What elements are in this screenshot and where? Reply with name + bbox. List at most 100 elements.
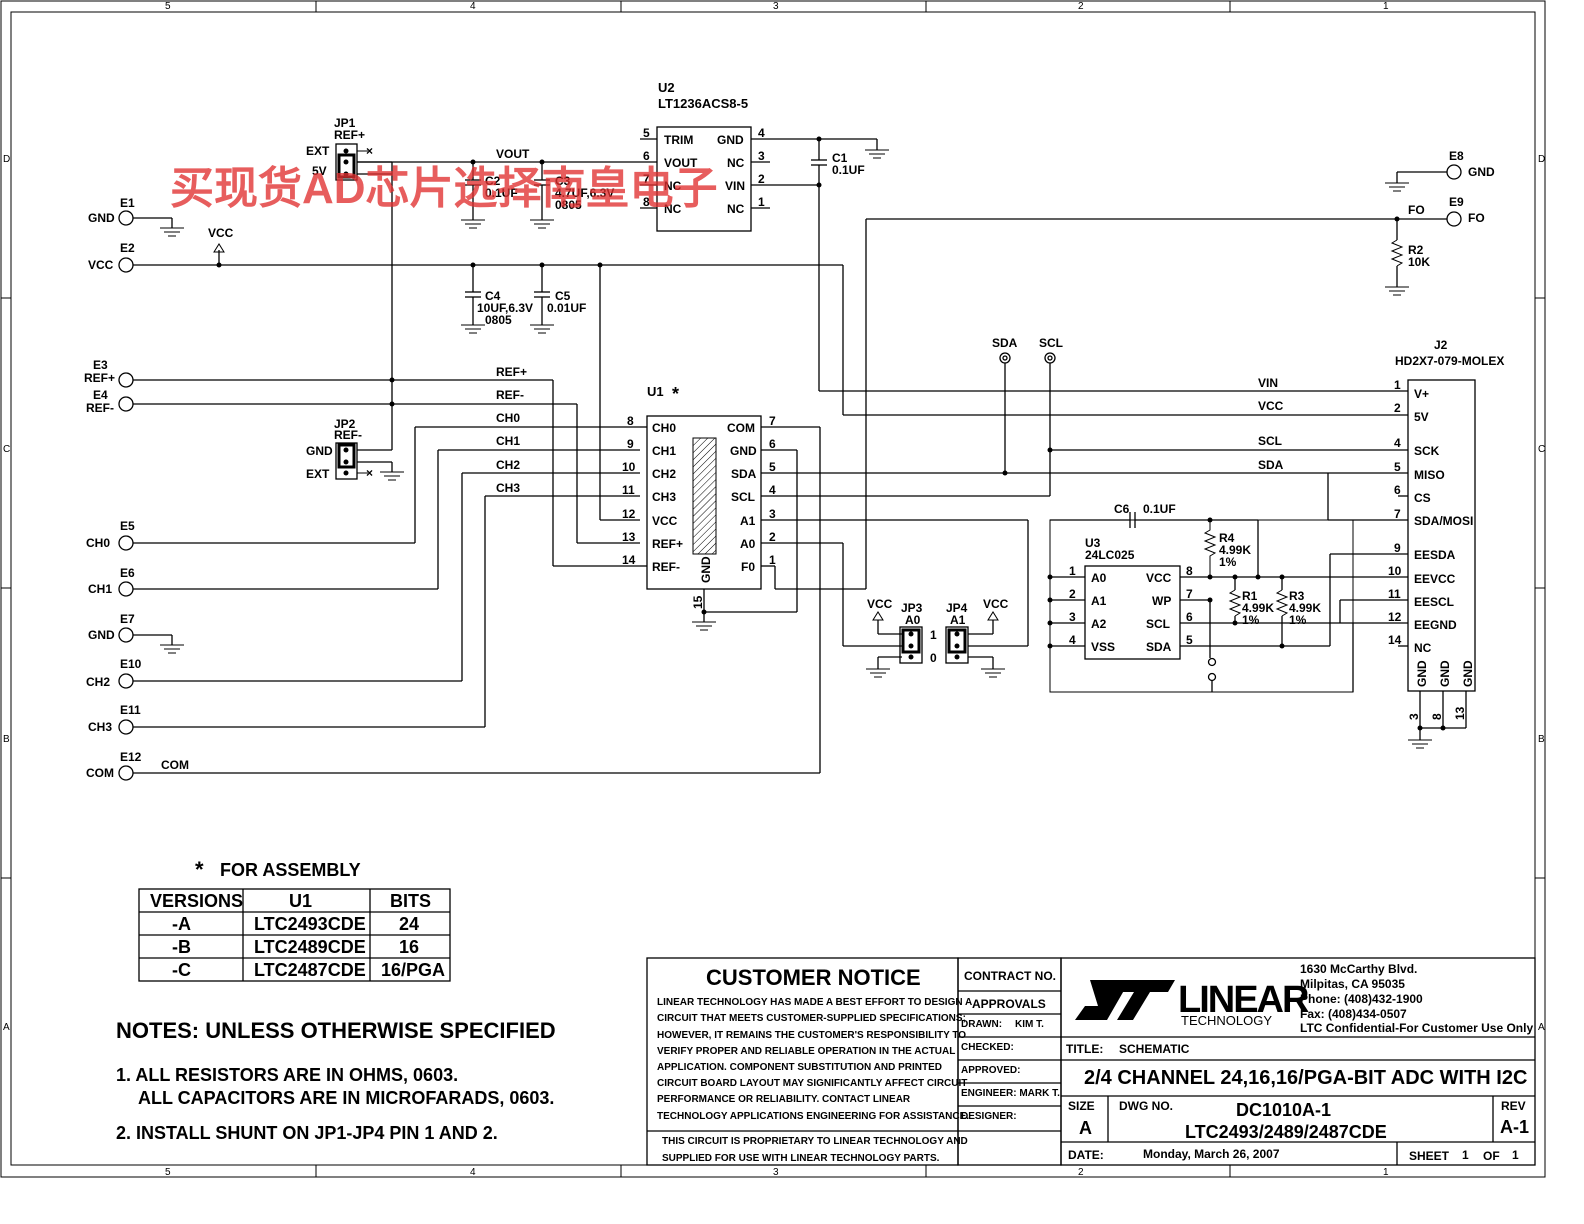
j2-pin-cs: CS — [1414, 491, 1431, 505]
u1-pin-10-num: 10 — [622, 460, 636, 474]
notes-block: NOTES: UNLESS OTHERWISE SPECIFIED 1. ALL… — [116, 1018, 556, 1143]
jp3-jumper[interactable]: VCC JP3 A0 1 0 — [842, 543, 937, 678]
jp4-ref: JP4 — [946, 601, 968, 615]
sda-testpoint[interactable]: SDA — [992, 336, 1018, 476]
watermark-text: 买现货AD芯片选择南皇电子 — [170, 164, 718, 213]
u2-pin-6-num: 6 — [643, 149, 650, 163]
vcc-decoupling: C4 10UF,6.3V 0805 C5 0.01UF — [460, 265, 586, 334]
assembly-row-b-part: LTC2489CDE — [254, 937, 366, 957]
c4-ref: C4 — [485, 289, 501, 303]
u2-ref: U2 — [658, 80, 675, 95]
rev-value: A-1 — [1500, 1117, 1529, 1137]
net-ch1-label: CH1 — [496, 434, 520, 448]
u2-pin-nc-1: NC — [727, 202, 745, 216]
assembly-row-b-version: -B — [172, 937, 191, 957]
j2-pin-vplus: V+ — [1414, 387, 1429, 401]
approvals-block: CONTRACT NO. APPROVALS DRAWN: KIM T. CHE… — [957, 957, 1062, 1166]
j2-pin-4-num: 4 — [1394, 436, 1401, 450]
net-refp-label: REF+ — [496, 365, 527, 379]
border-col-4: 4 — [470, 1, 476, 12]
notice-line-5: APPLICATION. COMPONENT SUBSTITUTION AND … — [657, 1062, 942, 1073]
terminal-e1[interactable]: E1 GND — [88, 196, 185, 237]
u1-pin-9-num: 9 — [627, 437, 634, 451]
terminal-e6[interactable]: E6 CH1 CH1 — [88, 434, 640, 597]
jp2-nc-mark: × — [366, 466, 373, 480]
u1-pin-com: COM — [727, 421, 755, 435]
terminal-e9[interactable]: E9 FO FO R2 10K — [1384, 195, 1485, 296]
u3-pin-8-num: 8 — [1186, 564, 1193, 578]
jp4-jumper[interactable]: JP4 A1 VCC — [866, 519, 1029, 678]
u1-pin-gnd: GND — [730, 444, 757, 458]
u1-pin-2-num: 2 — [769, 530, 776, 544]
j2-pin-5-num: 5 — [1394, 460, 1401, 474]
assembly-row-c-part: LTC2487CDE — [254, 960, 366, 980]
j2-pin-10-num: 10 — [1388, 564, 1402, 578]
u3-part: 24LC025 — [1085, 548, 1135, 562]
e9-ref: E9 — [1449, 195, 1464, 209]
c1-ref: C1 — [832, 151, 848, 165]
u1-pin-ch3: CH3 — [652, 490, 676, 504]
e10-label: CH2 — [86, 675, 110, 689]
assembly-header-u1: U1 — [289, 891, 312, 911]
jp1-jumper[interactable]: JP1 REF+ EXT 5V × — [306, 116, 393, 404]
border-col-1: 1 — [1383, 1, 1389, 12]
u1-pin-sda: SDA — [731, 467, 757, 481]
terminal-e10[interactable]: E10 CH2 CH2 — [86, 458, 640, 689]
border-col-1-bottom: 1 — [1383, 1167, 1389, 1178]
assembly-table: * FOR ASSEMBLY VERSIONS U1 BITS -A LTC24… — [138, 857, 451, 982]
dwg-label: DWG NO. — [1119, 1099, 1173, 1113]
jp3-ref: JP3 — [901, 601, 923, 615]
e4-ref: E4 — [93, 388, 108, 402]
border-row-d-right: D — [1538, 154, 1545, 165]
terminal-e7[interactable]: E7 GND — [88, 612, 185, 654]
terminal-e4[interactable]: E4 REF- REF- — [86, 388, 577, 415]
u2-pin-1-num: 1 — [758, 195, 765, 209]
terminal-e3[interactable]: E3 REF+ REF+ — [84, 358, 553, 388]
terminal-e5[interactable]: E5 CH0 CH0 — [86, 411, 640, 551]
u1-pin-vcc: VCC — [652, 514, 678, 528]
logo-technology: TECHNOLOGY — [1181, 1013, 1272, 1028]
u1-pin-refp: REF+ — [652, 537, 683, 551]
u1-pin-15-num: 15 — [691, 595, 705, 609]
terminal-e2[interactable]: E2 VCC VCC — [88, 226, 843, 273]
dwg-parts: LTC2493/2489/2487CDE — [1185, 1122, 1387, 1142]
jp2-gnd-label: GND — [306, 444, 333, 458]
r3-ref: R3 — [1289, 589, 1305, 603]
date-label: DATE: — [1068, 1148, 1104, 1162]
size-label: SIZE — [1068, 1099, 1095, 1113]
confidential-notice: LTC Confidential-For Customer Use Only — [1300, 1021, 1533, 1035]
border-col-3-bottom: 3 — [773, 1167, 779, 1178]
j2-pin-9-num: 9 — [1394, 541, 1401, 555]
u1-pin-4-num: 4 — [769, 483, 776, 497]
u3-pin-a2: A2 — [1091, 617, 1107, 631]
u3-pin-6-num: 6 — [1186, 610, 1193, 624]
scl-testpoint[interactable]: SCL — [1039, 336, 1063, 496]
jp3-pin0-label: 0 — [930, 651, 937, 665]
u2-pin-8-num: 8 — [643, 195, 650, 209]
jp2-ext-label: EXT — [306, 467, 330, 481]
jp3-pin1-label: 1 — [930, 628, 937, 642]
j2-pin-gnd-3: GND — [1415, 660, 1429, 687]
border-row-c: C — [3, 444, 10, 455]
assembly-row-a-bits: 24 — [399, 914, 419, 934]
u2-pin-trim: TRIM — [664, 133, 693, 147]
e1-ref: E1 — [120, 196, 135, 210]
assembly-row-c-bits: 16/PGA — [381, 960, 445, 980]
u2-pin-vout: VOUT — [664, 156, 698, 170]
linear-technology-logo: LINEAR TECHNOLOGY — [1075, 979, 1311, 1028]
net-ch3-label: CH3 — [496, 481, 520, 495]
approved-label: APPROVED: — [961, 1065, 1020, 1076]
note-2: 2. INSTALL SHUNT ON JP1-JP4 PIN 1 AND 2. — [116, 1123, 498, 1143]
r4-ref: R4 — [1219, 531, 1235, 545]
terminal-e8[interactable]: E8 GND — [1384, 149, 1495, 192]
e6-ref: E6 — [120, 566, 135, 580]
u1-pin-a1: A1 — [740, 514, 756, 528]
engineer-label: ENGINEER: MARK T. — [961, 1088, 1060, 1099]
u3-pin-2-num: 2 — [1069, 587, 1076, 601]
r4-tol: 1% — [1219, 555, 1237, 569]
j2-pin-6-num: 6 — [1394, 483, 1401, 497]
terminal-e11[interactable]: E11 CH3 CH3 — [88, 481, 640, 735]
terminal-e12[interactable]: E12 COM COM — [86, 427, 821, 781]
r3-value: 4.99K — [1289, 601, 1321, 615]
jp2-jumper[interactable]: JP2 REF- GND EXT × — [306, 404, 405, 481]
